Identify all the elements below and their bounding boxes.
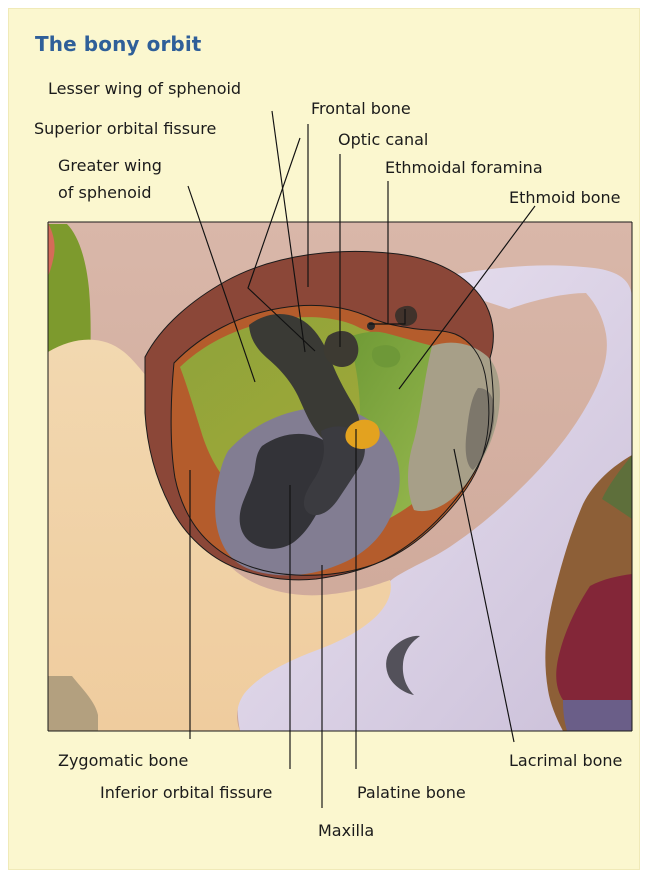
label-frontal-bone: Frontal bone (311, 99, 411, 118)
right-lower-purple (563, 700, 632, 731)
label-ethmoid-bone: Ethmoid bone (509, 188, 621, 207)
label-greater-wing-line1: Greater wing (58, 156, 162, 175)
label-superior-orbital-fissure: Superior orbital fissure (34, 119, 216, 138)
label-maxilla: Maxilla (318, 821, 374, 840)
ethmoidal-foramen-dot (367, 322, 375, 330)
label-lesser-wing-of-sphenoid: Lesser wing of sphenoid (48, 79, 241, 98)
label-zygomatic-bone: Zygomatic bone (58, 751, 188, 770)
label-ethmoidal-foramina: Ethmoidal foramina (385, 158, 543, 177)
label-greater-wing-line2: of sphenoid (58, 183, 152, 202)
label-lacrimal-bone: Lacrimal bone (509, 751, 622, 770)
label-inferior-orbital-fissure: Inferior orbital fissure (100, 783, 272, 802)
label-optic-canal: Optic canal (338, 130, 428, 149)
label-palatine-bone: Palatine bone (357, 783, 466, 802)
